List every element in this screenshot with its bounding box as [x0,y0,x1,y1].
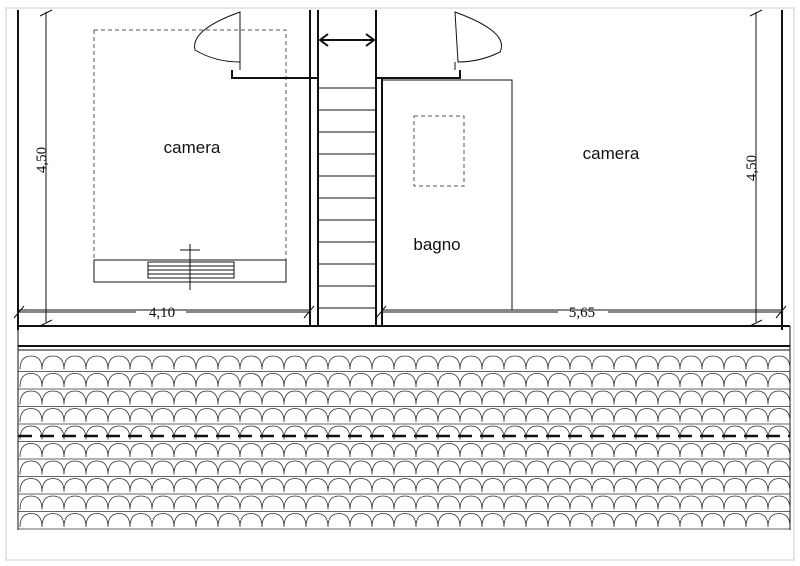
right-width-label: 5,65 [569,305,595,321]
tile-row [19,513,791,528]
tile-row [19,373,791,388]
left-height-label: 4,50 [34,147,50,173]
tile-row [19,355,791,370]
right-width-dimension: 5,65 [375,305,787,321]
partition-top-left [231,70,318,79]
room-label-left: camera [164,138,221,157]
tile-row [19,443,791,458]
roof-tiles [18,355,791,530]
room-label-right: camera [583,144,640,163]
partition-top-right [376,70,461,79]
stair-width-arrow [318,33,376,47]
radiator-icon [147,244,235,290]
tile-row [19,478,791,493]
left-width-dimension: 4,10 [13,305,315,321]
room-label-bath: bagno [413,235,460,254]
tile-row [19,408,791,423]
door-swing-right [454,11,502,63]
right-height-label: 4,50 [744,155,760,181]
tile-row [19,495,791,510]
stair-treads [318,87,376,309]
door-swing-left [194,11,241,63]
shower-outline [413,115,465,187]
tile-row [19,390,791,405]
sheet-border [5,7,795,561]
tile-row [19,460,791,475]
left-width-label: 4,10 [149,305,175,321]
tile-row [19,425,791,440]
